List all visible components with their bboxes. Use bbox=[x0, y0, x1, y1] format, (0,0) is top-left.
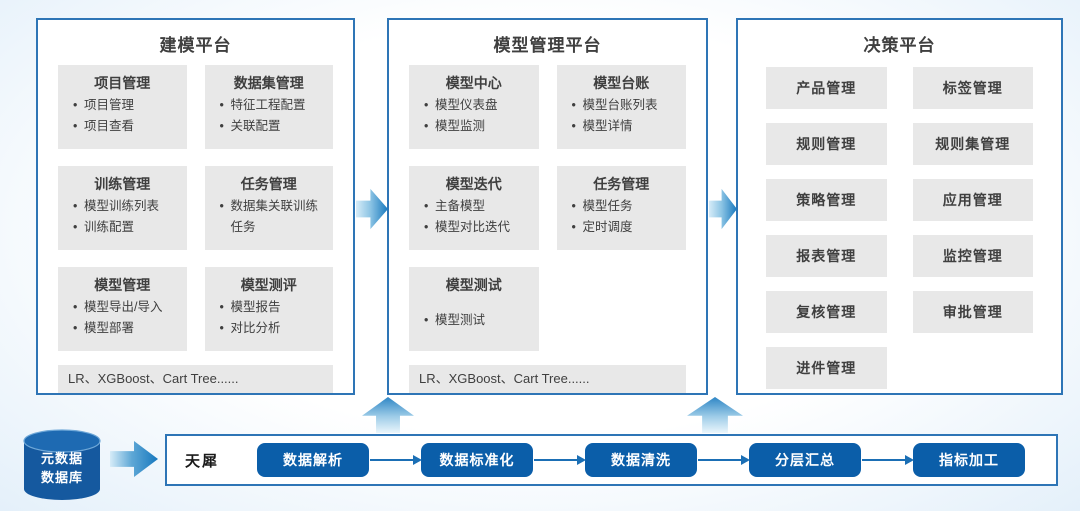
pipeline-connector-arrow-icon bbox=[534, 455, 587, 465]
decision-box: 策略管理 bbox=[766, 179, 887, 221]
module-item: 模型详情 bbox=[571, 116, 679, 138]
decision-box: 产品管理 bbox=[766, 67, 887, 109]
algorithms-bar: LR、XGBoost、Cart Tree...... bbox=[58, 365, 333, 394]
module-grid: 模型中心 模型仪表盘 模型监测 模型台账 模型台账列表 模型详情 模型迭代 主备… bbox=[409, 65, 686, 351]
module-item: 模型部署 bbox=[72, 318, 179, 340]
module-item: 模型报告 bbox=[219, 297, 326, 319]
database-label-line2: 数据库 bbox=[40, 469, 83, 485]
platform-panel-decision: 决策平台 产品管理 标签管理 规则管理 规则集管理 策略管理 应用管理 报表管理… bbox=[736, 18, 1063, 395]
pipeline-connector-arrow-icon bbox=[370, 455, 423, 465]
decision-box: 审批管理 bbox=[912, 291, 1033, 333]
module-card: 模型管理 模型导出/导入 模型部署 bbox=[58, 267, 187, 351]
module-item: 对比分析 bbox=[219, 318, 326, 340]
module-item: 数据集关联训练任务 bbox=[219, 196, 326, 239]
module-item: 模型测试 bbox=[423, 310, 531, 332]
module-card: 模型迭代 主备模型 模型对比迭代 bbox=[409, 166, 539, 250]
module-title: 任务管理 bbox=[240, 176, 297, 192]
decision-box: 复核管理 bbox=[766, 291, 887, 333]
module-item: 模型任务 bbox=[571, 196, 679, 218]
decision-box: 报表管理 bbox=[766, 235, 887, 277]
decision-box: 监控管理 bbox=[912, 235, 1033, 277]
module-item: 模型导出/导入 bbox=[72, 297, 179, 319]
module-item: 模型训练列表 bbox=[72, 196, 179, 218]
module-item: 模型对比迭代 bbox=[423, 217, 531, 239]
flow-arrow-up-icon bbox=[687, 397, 743, 433]
module-title: 模型台账 bbox=[593, 75, 650, 91]
flow-arrow-up-icon bbox=[362, 397, 414, 433]
module-card: 模型中心 模型仪表盘 模型监测 bbox=[409, 65, 539, 149]
module-item: 模型仪表盘 bbox=[423, 95, 531, 117]
database-to-pipeline-arrow-icon bbox=[110, 441, 158, 477]
decision-box-grid: 产品管理 标签管理 规则管理 规则集管理 策略管理 应用管理 报表管理 监控管理… bbox=[766, 67, 1033, 389]
pipeline-step-data-parsing: 数据解析 bbox=[257, 443, 370, 477]
module-title: 训练管理 bbox=[94, 176, 151, 192]
module-item: 训练配置 bbox=[72, 217, 179, 239]
module-card: 模型测试 模型测试 bbox=[409, 267, 539, 351]
module-item: 定时调度 bbox=[571, 217, 679, 239]
pipeline-step-data-standardization: 数据标准化 bbox=[421, 443, 534, 477]
platform-panel-model-management: 模型管理平台 模型中心 模型仪表盘 模型监测 模型台账 模型台账列表 模型详情 … bbox=[387, 18, 708, 395]
module-card: 模型台账 模型台账列表 模型详情 bbox=[556, 65, 686, 149]
module-title: 任务管理 bbox=[593, 176, 650, 192]
module-title: 数据集管理 bbox=[233, 75, 304, 91]
module-item: 项目查看 bbox=[72, 116, 179, 138]
pipeline-connector-arrow-icon bbox=[862, 455, 915, 465]
module-card: 项目管理 项目管理 项目查看 bbox=[58, 65, 187, 149]
module-title: 模型测试 bbox=[445, 277, 502, 293]
module-item: 模型监测 bbox=[423, 116, 531, 138]
metadata-database-cylinder: 元数据 数据库 bbox=[20, 428, 104, 504]
module-title: 项目管理 bbox=[94, 75, 151, 91]
database-label-line1: 元数据 bbox=[40, 451, 83, 466]
module-item: 特征工程配置 bbox=[219, 95, 326, 117]
engine-label: 天犀 bbox=[185, 452, 220, 470]
flow-arrow-right-icon bbox=[709, 188, 737, 230]
module-card: 任务管理 模型任务 定时调度 bbox=[556, 166, 686, 250]
empty-cell bbox=[557, 267, 687, 351]
module-title: 模型测评 bbox=[240, 277, 297, 293]
database-cylinder-icon bbox=[23, 429, 101, 500]
pipeline-step-data-cleaning: 数据清洗 bbox=[585, 443, 698, 477]
flow-arrow-right-icon bbox=[356, 188, 388, 230]
module-card: 训练管理 模型训练列表 训练配置 bbox=[58, 166, 187, 250]
data-pipeline-container: 天犀 数据解析 数据标准化 数据清洗 分层汇总 指标加工 bbox=[165, 434, 1058, 486]
decision-box: 规则管理 bbox=[766, 123, 887, 165]
decision-box: 标签管理 bbox=[912, 67, 1033, 109]
algorithms-bar: LR、XGBoost、Cart Tree...... bbox=[409, 365, 686, 394]
decision-box: 进件管理 bbox=[766, 347, 887, 389]
module-item: 模型台账列表 bbox=[571, 95, 679, 117]
panel-title: 建模平台 bbox=[159, 36, 232, 55]
decision-box: 应用管理 bbox=[912, 179, 1033, 221]
module-card: 数据集管理 特征工程配置 关联配置 bbox=[204, 65, 333, 149]
pipeline-connector-arrow-icon bbox=[698, 455, 751, 465]
module-title: 模型中心 bbox=[445, 75, 502, 91]
module-title: 模型管理 bbox=[94, 277, 151, 293]
panel-title: 决策平台 bbox=[863, 36, 936, 55]
panel-title: 模型管理平台 bbox=[493, 36, 602, 55]
module-card: 模型测评 模型报告 对比分析 bbox=[204, 267, 333, 351]
module-item: 关联配置 bbox=[219, 116, 326, 138]
pipeline-step-indicator-processing: 指标加工 bbox=[913, 443, 1026, 477]
module-grid: 项目管理 项目管理 项目查看 数据集管理 特征工程配置 关联配置 训练管理 模型… bbox=[58, 65, 333, 351]
module-card: 任务管理 数据集关联训练任务 bbox=[204, 166, 333, 250]
decision-box: 规则集管理 bbox=[912, 123, 1033, 165]
module-title: 模型迭代 bbox=[445, 176, 502, 192]
module-item: 项目管理 bbox=[72, 95, 179, 117]
pipeline-step-layered-aggregation: 分层汇总 bbox=[749, 443, 862, 477]
module-item: 主备模型 bbox=[423, 196, 531, 218]
database-label: 元数据 数据库 bbox=[20, 450, 104, 488]
platform-panel-modeling: 建模平台 项目管理 项目管理 项目查看 数据集管理 特征工程配置 关联配置 训练… bbox=[36, 18, 355, 395]
